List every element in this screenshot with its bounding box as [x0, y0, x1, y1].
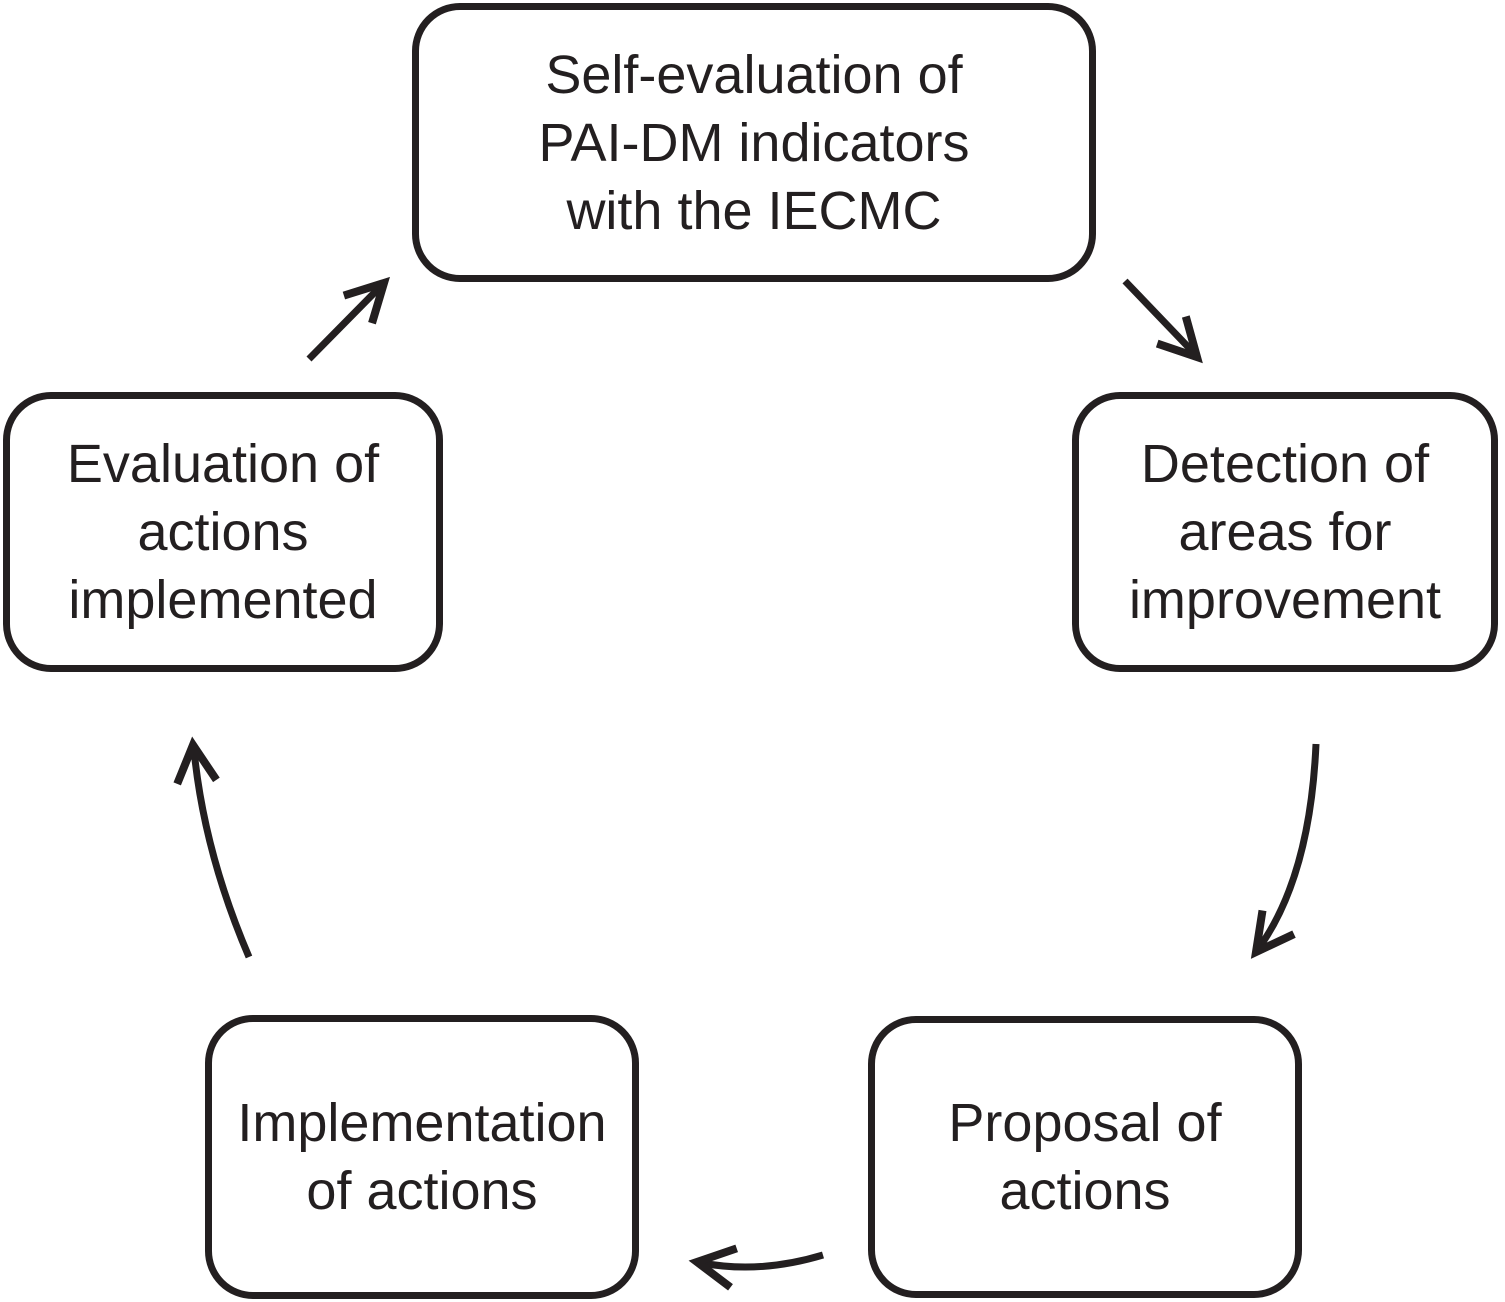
node-label: Evaluation of actions implemented: [66, 434, 380, 630]
node-implementation: Implementation of actions: [205, 1015, 639, 1299]
node-detection: Detection of areas for improvement: [1072, 392, 1498, 672]
self-evaluation-to-detection-arrow-shaft: [1122, 278, 1196, 355]
proposal-to-implementation-arrow-shaft: [701, 1251, 825, 1271]
node-evaluation: Evaluation of actions implemented: [3, 392, 443, 672]
node-proposal: Proposal of actions: [868, 1016, 1302, 1298]
evaluation-to-self-evaluation-arrow-shaft: [306, 284, 383, 362]
implementation-to-evaluation-arrowhead-icon: [173, 736, 220, 786]
self-evaluation-to-detection-arrowhead-icon: [1155, 315, 1203, 364]
node-label: Self-evaluation of PAI-DM indicators wit…: [538, 44, 970, 241]
node-label: Proposal of actions: [948, 1093, 1222, 1221]
node-label: Detection of areas for improvement: [1128, 434, 1442, 630]
detection-to-proposal-arrow-shaft: [1253, 743, 1320, 955]
implementation-to-evaluation-arrow-shaft: [190, 749, 253, 959]
evaluation-to-self-evaluation-arrowhead-icon: [342, 276, 390, 325]
node-self-evaluation: Self-evaluation of PAI-DM indicators wit…: [412, 3, 1096, 282]
node-label: Implementation of actions: [237, 1093, 607, 1221]
detection-to-proposal-arrowhead-icon: [1250, 909, 1296, 959]
proposal-to-implementation-arrowhead-icon: [688, 1244, 738, 1291]
